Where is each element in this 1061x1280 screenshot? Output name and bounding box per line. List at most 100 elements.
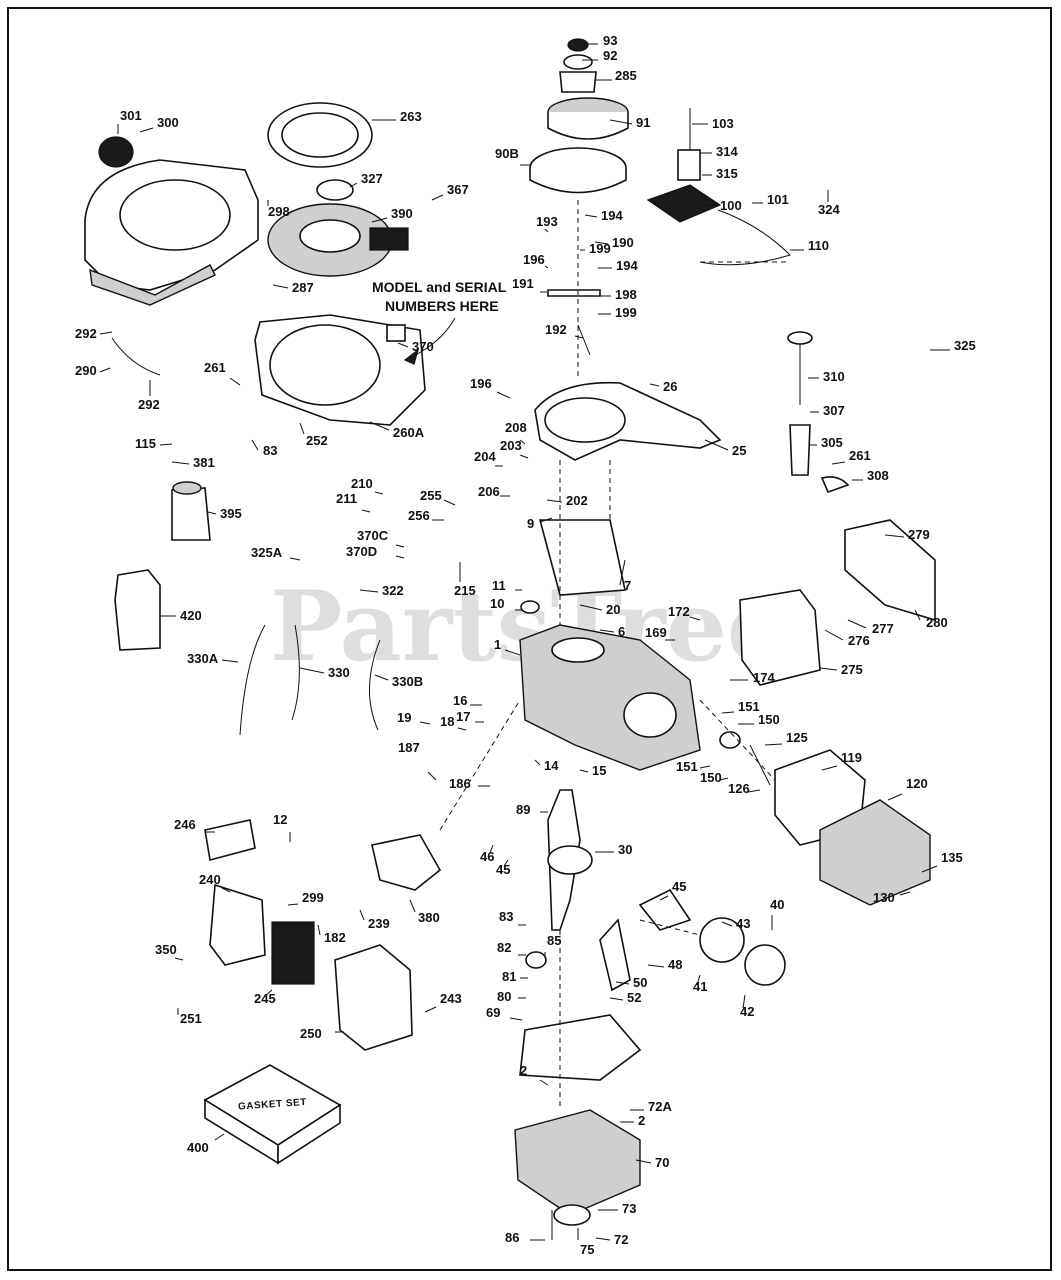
callout-11: 11 (492, 578, 506, 593)
leader-line-1 (504, 649, 521, 656)
leader-line-260A (369, 421, 390, 431)
callout-83: 83 (263, 443, 277, 458)
air-cleaner-base-part (209, 883, 266, 966)
callout-90B: 90B (495, 146, 519, 161)
leader-line-194 (584, 214, 598, 218)
crankcase-cover-part (514, 1109, 641, 1216)
leader-line-42 (742, 994, 746, 1009)
leader-line-239 (359, 909, 365, 921)
callout-299: 299 (302, 890, 324, 905)
gasket-set-label: GASKET SET (238, 1097, 308, 1113)
leader-line-203 (519, 454, 529, 459)
callout-395: 395 (220, 506, 242, 521)
callout-196b: 196 (470, 376, 492, 391)
bracket-308-part (820, 476, 850, 494)
callout-16: 16 (453, 693, 467, 708)
leader-line-196 (544, 265, 549, 269)
leader-line-20 (579, 604, 603, 611)
note-arrowhead (403, 348, 420, 365)
gasket-small-part (316, 179, 354, 201)
callout-292b: 292 (138, 397, 160, 412)
callout-45b: 45 (672, 879, 686, 894)
callout-101: 101 (767, 192, 789, 207)
callout-314: 314 (716, 144, 738, 159)
callout-125: 125 (786, 730, 808, 745)
ignition-coil-part (646, 184, 722, 223)
model-serial-note: MODEL and SERIAL NUMBERS HERE (372, 279, 507, 365)
leader-line-275 (819, 667, 838, 671)
tank-base-part (89, 264, 216, 306)
callout-215: 215 (454, 583, 476, 598)
cylinder-head-opening-part (623, 692, 677, 738)
leader-line-292 (99, 331, 113, 335)
callout-69: 69 (486, 1005, 500, 1020)
piston-rings-part (744, 944, 786, 986)
leader-line-370D (395, 555, 405, 559)
leader-line-172 (689, 616, 701, 621)
leader-line-202 (546, 499, 563, 503)
callout-115: 115 (135, 436, 156, 451)
callout-45: 45 (496, 862, 510, 877)
leader-line-83 (251, 439, 259, 451)
callout-305: 305 (821, 435, 843, 450)
leader-line-25 (704, 439, 729, 451)
callout-367: 367 (447, 182, 469, 197)
callout-292: 292 (75, 326, 97, 341)
linkage-part (577, 324, 591, 356)
callout-277: 277 (872, 621, 894, 636)
callout-204: 204 (474, 449, 496, 464)
note-line1: MODEL and SERIAL (372, 279, 507, 295)
dipstick-cap-part (787, 331, 813, 345)
leader-line-119 (821, 765, 838, 771)
callout-26: 26 (663, 379, 677, 394)
callout-370D: 370D (346, 544, 377, 559)
callout-300: 300 (157, 115, 179, 130)
callout-420: 420 (180, 608, 202, 623)
leader-line-255 (443, 499, 456, 506)
callout-85: 85 (547, 933, 561, 948)
leader-line-120 (887, 793, 903, 801)
callout-150: 150 (758, 712, 780, 727)
leader-line-330 (299, 667, 325, 674)
callout-246: 246 (174, 817, 196, 832)
leader-line-130 (899, 891, 911, 896)
gasket-set-box-right (277, 1103, 341, 1165)
callout-1: 1 (494, 637, 501, 652)
callout-251: 251 (180, 1011, 202, 1026)
leader-line-325A (289, 557, 301, 561)
callout-400: 400 (187, 1140, 209, 1155)
leader-line-2 (539, 1079, 549, 1086)
callout-50: 50 (633, 975, 647, 990)
callout-255: 255 (420, 488, 442, 503)
leader-line-287 (272, 284, 289, 289)
governor-lever-part (547, 289, 601, 297)
callout-199: 199 (589, 241, 611, 256)
leader-line-187 (427, 771, 437, 781)
leader-line-261b (831, 461, 846, 465)
callout-307: 307 (823, 403, 845, 418)
leader-line-370C (395, 544, 405, 548)
leader-line-370 (397, 342, 409, 348)
leader-line-193 (544, 228, 549, 233)
callout-256: 256 (408, 508, 430, 523)
callout-275: 275 (841, 662, 863, 677)
callout-301: 301 (120, 108, 142, 123)
fan-blades-part (547, 112, 629, 140)
callout-250: 250 (300, 1026, 322, 1041)
callout-40: 40 (770, 897, 784, 912)
callout-308: 308 (867, 468, 889, 483)
callout-42: 42 (740, 1004, 754, 1019)
callout-330A: 330A (187, 651, 219, 666)
leader-line-190 (594, 241, 609, 245)
recoil-center-part (299, 219, 361, 253)
callout-135: 135 (941, 850, 963, 865)
callout-46: 46 (480, 849, 494, 864)
callout-198: 198 (615, 287, 637, 302)
leader-line-115 (159, 443, 173, 446)
muffler-250-part (334, 944, 413, 1051)
callout-261: 261 (204, 360, 226, 375)
starter-motor-part (171, 487, 211, 541)
callout-81: 81 (502, 969, 516, 984)
leader-line-91 (609, 119, 633, 125)
